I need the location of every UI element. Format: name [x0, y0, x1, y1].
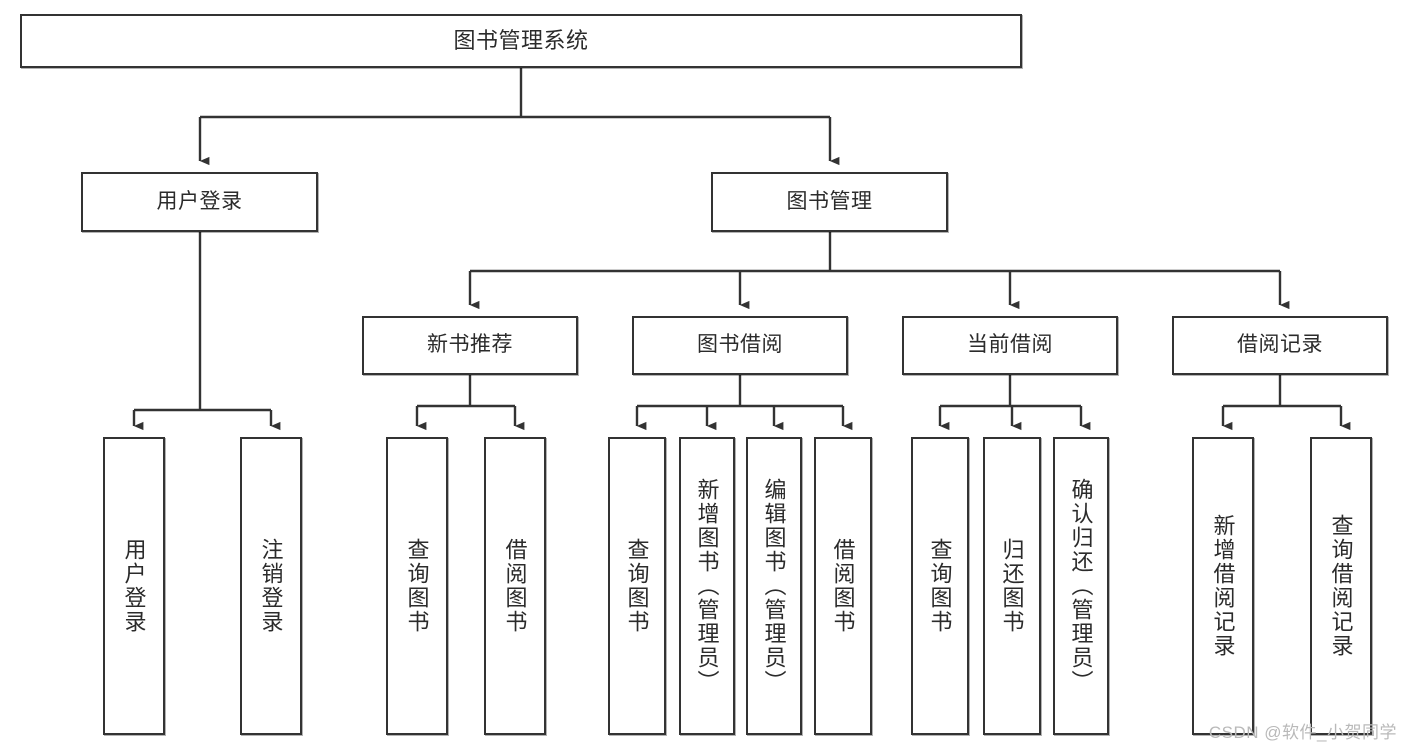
leaf-user-logout[interactable]: 注销登录	[240, 437, 302, 735]
leaf-borrow-query-book[interactable]: 查询图书	[608, 437, 666, 735]
leaf-user-login-label: 用户登录	[121, 538, 147, 634]
node-book-borrow-label: 图书借阅	[697, 333, 783, 357]
node-current-borrow[interactable]: 当前借阅	[902, 316, 1118, 375]
leaf-borrow-add-book-label: 新增图书（管理员）	[694, 478, 720, 694]
csdn-watermark: CSDN @软件_小贺同学	[1208, 723, 1397, 742]
leaf-current-return-book[interactable]: 归还图书	[983, 437, 1041, 735]
node-book-borrow[interactable]: 图书借阅	[632, 316, 848, 375]
leaf-user-login[interactable]: 用户登录	[103, 437, 165, 735]
node-user-login-module[interactable]: 用户登录	[81, 172, 318, 232]
leaf-user-logout-label: 注销登录	[258, 538, 284, 634]
leaf-borrow-edit-book[interactable]: 编辑图书（管理员）	[746, 437, 802, 735]
leaf-borrow-query-book-label: 查询图书	[624, 538, 650, 634]
node-book-management-module-label: 图书管理	[786, 189, 873, 213]
leaf-record-add-label: 新增借阅记录	[1210, 514, 1236, 658]
leaf-current-query-book[interactable]: 查询图书	[911, 437, 969, 735]
leaf-current-query-book-label: 查询图书	[927, 538, 953, 634]
leaf-current-confirm-return[interactable]: 确认归还（管理员）	[1053, 437, 1109, 735]
node-borrow-record-label: 借阅记录	[1237, 333, 1323, 357]
node-borrow-record[interactable]: 借阅记录	[1172, 316, 1388, 375]
leaf-record-query-label: 查询借阅记录	[1328, 514, 1354, 658]
leaf-current-confirm-return-label: 确认归还（管理员）	[1068, 478, 1094, 694]
node-book-management-module[interactable]: 图书管理	[711, 172, 948, 232]
leaf-borrow-edit-book-label: 编辑图书（管理员）	[761, 478, 787, 694]
node-new-book-recommend[interactable]: 新书推荐	[362, 316, 578, 375]
node-user-login-module-label: 用户登录	[156, 189, 243, 213]
node-root[interactable]: 图书管理系统	[20, 14, 1022, 68]
node-current-borrow-label: 当前借阅	[967, 333, 1053, 357]
leaf-borrow-add-book[interactable]: 新增图书（管理员）	[679, 437, 735, 735]
leaf-current-return-book-label: 归还图书	[999, 538, 1025, 634]
node-root-label: 图书管理系统	[453, 27, 589, 53]
leaf-new-borrow-book[interactable]: 借阅图书	[484, 437, 546, 735]
leaf-new-borrow-book-label: 借阅图书	[502, 538, 528, 634]
leaf-borrow-borrow-book-label: 借阅图书	[830, 538, 856, 634]
leaf-record-query[interactable]: 查询借阅记录	[1310, 437, 1372, 735]
leaf-record-add[interactable]: 新增借阅记录	[1192, 437, 1254, 735]
leaf-borrow-borrow-book[interactable]: 借阅图书	[814, 437, 872, 735]
leaf-new-query-book-label: 查询图书	[404, 538, 430, 634]
leaf-new-query-book[interactable]: 查询图书	[386, 437, 448, 735]
node-new-book-recommend-label: 新书推荐	[427, 333, 513, 357]
edge-group	[132, 68, 1351, 431]
